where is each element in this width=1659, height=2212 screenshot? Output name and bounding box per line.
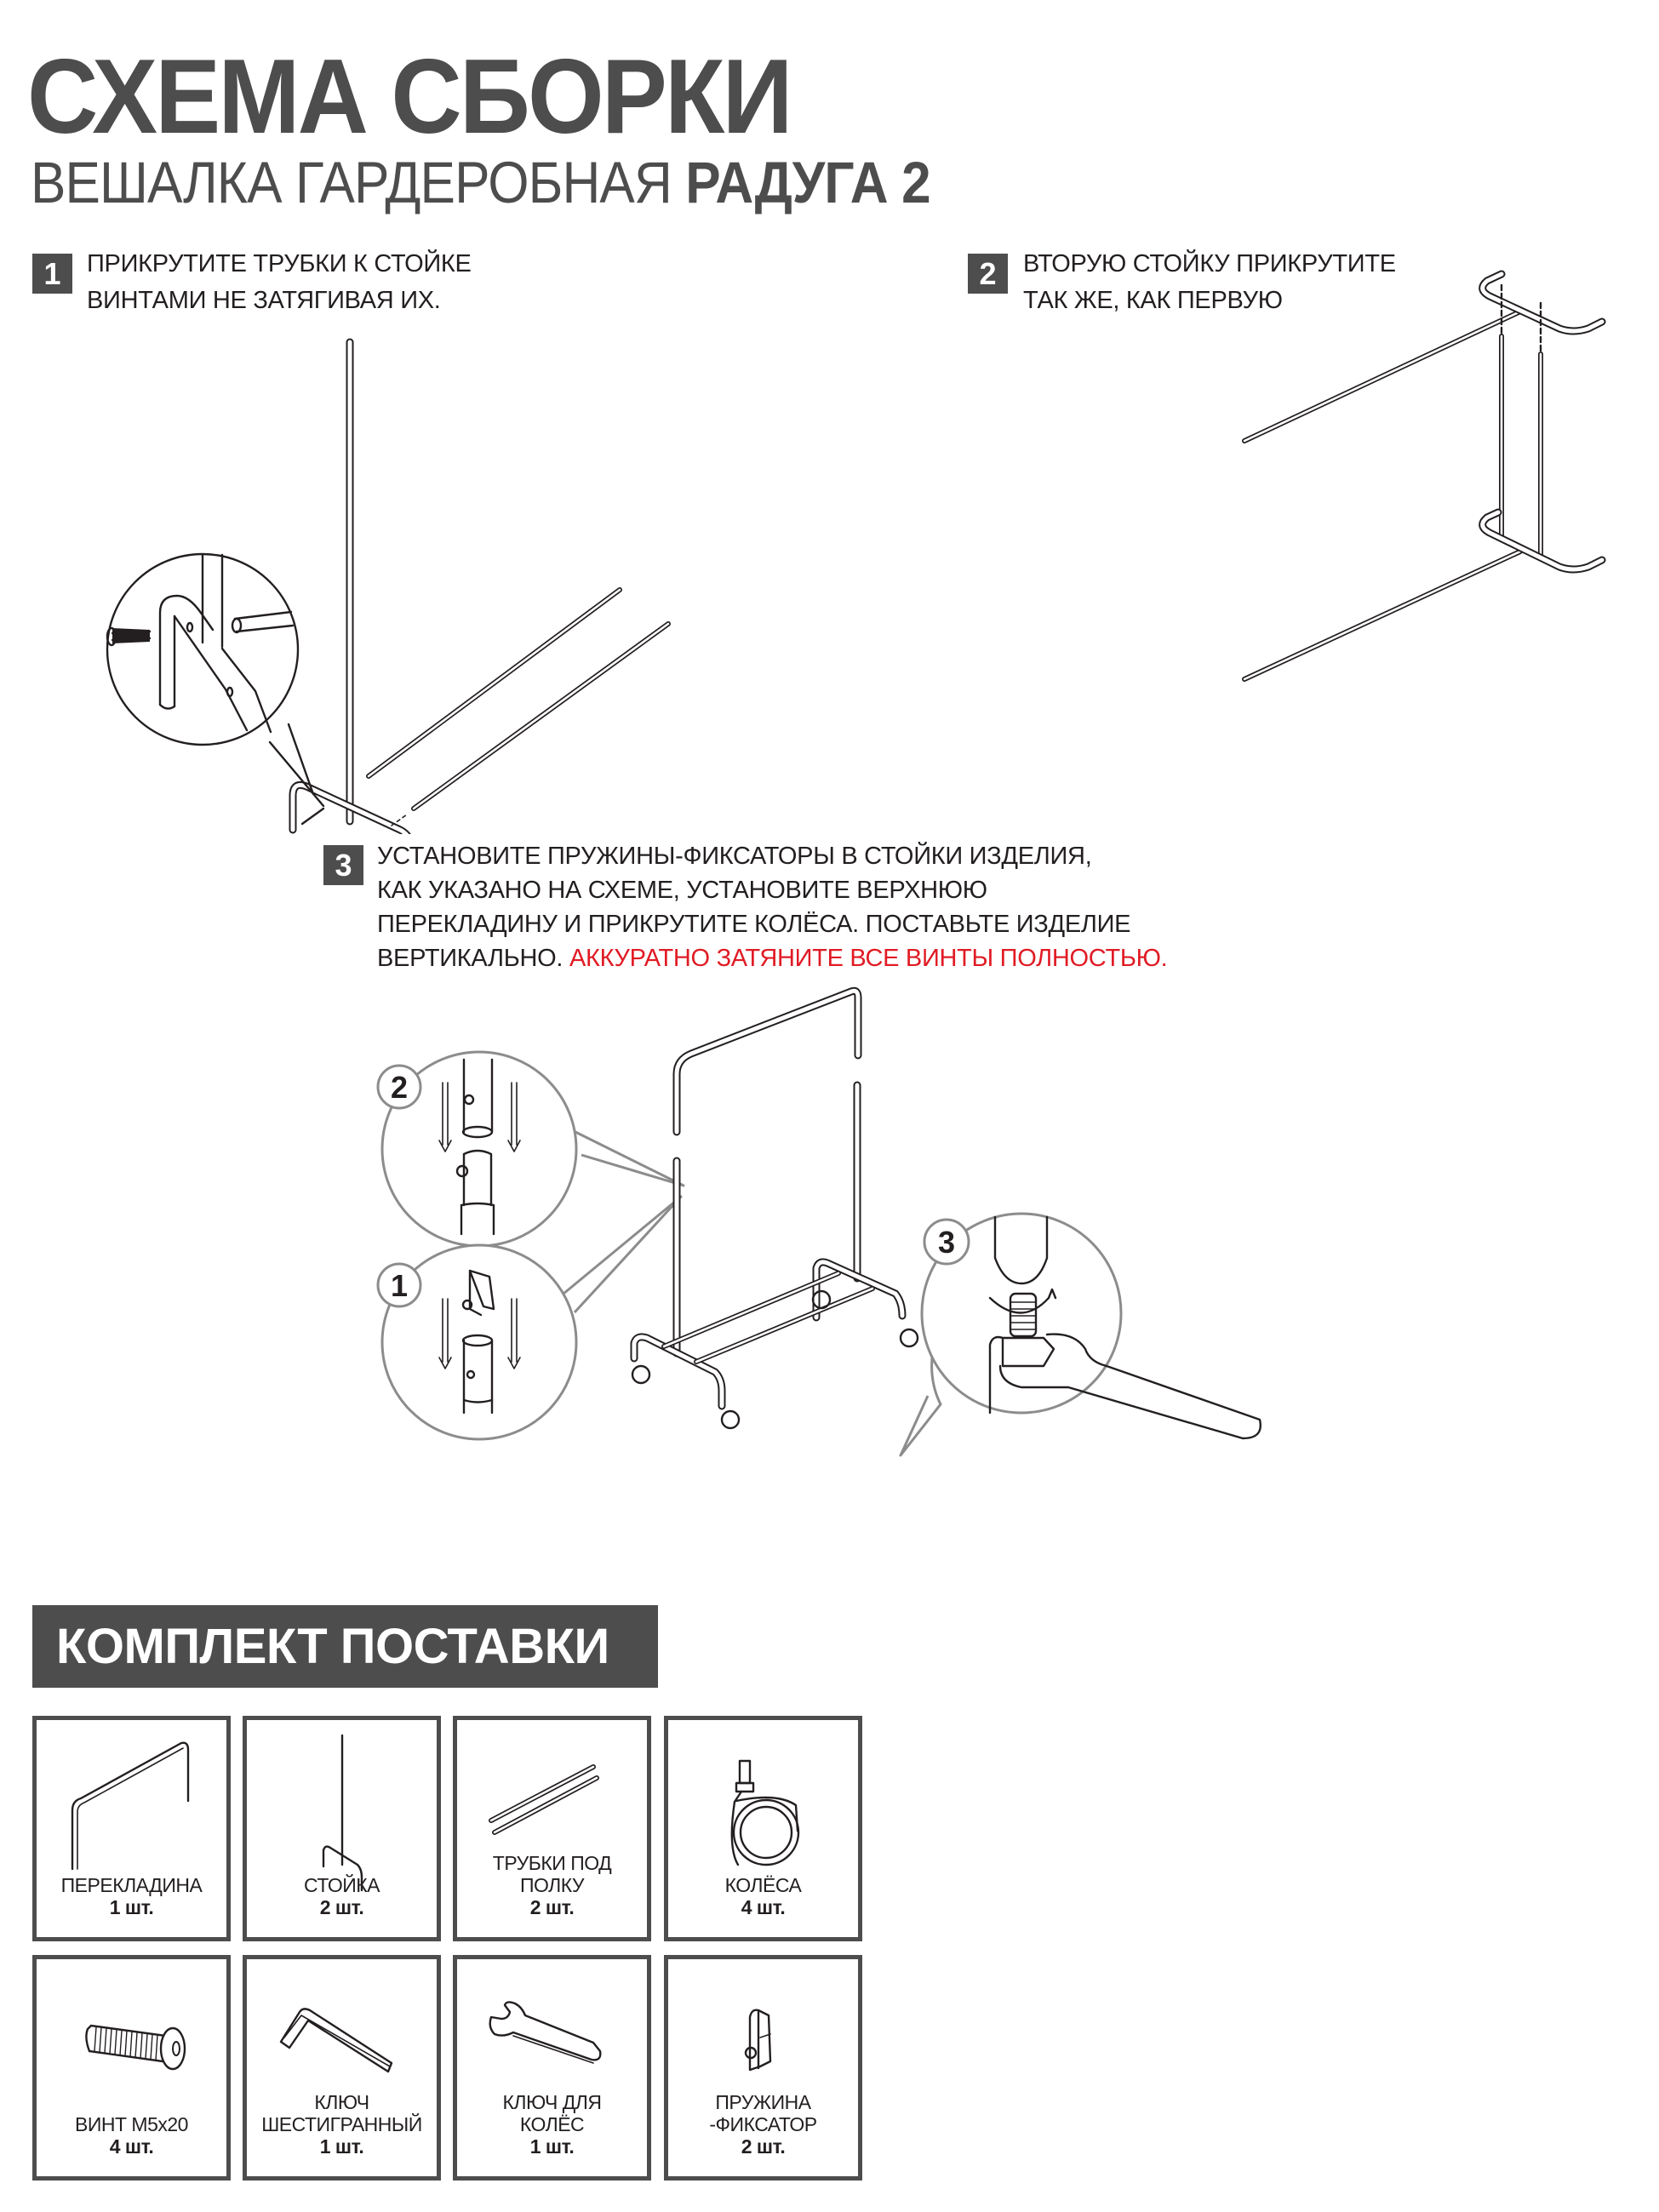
kit-heading-banner: КОМПЛЕКТ ПОСТАВКИ [32,1605,658,1688]
kit-item-name-line-1: КЛЮЧ [314,2091,369,2113]
step-2-badge: 2 [968,254,1008,294]
kit-item-qty: 2 шт. [529,1896,575,1918]
screw-drawings [300,807,408,826]
assembled-rack-drawing [630,986,919,1430]
step-1-line-2: ВИНТАМИ НЕ ЗАТЯГИВАЯ ИХ. [87,287,441,314]
step-3-badge: 3 [323,845,363,885]
page-subtitle: ВЕШАЛКА ГАРДЕРОБНАЯ РАДУГА 2 [31,150,931,215]
step-1-diagram [106,338,671,834]
kit-item-qty: 4 шт. [741,1896,786,1918]
step-3-line-1: УСТАНОВИТЕ ПРУЖИНЫ-ФИКСАТОРЫ В СТОЙКИ ИЗ… [377,843,1092,870]
kit-item-caster-wheels: КОЛЁСА 4 шт. [664,1716,862,1941]
kit-item-stand-post: СТОЙКА 2 шт. [243,1716,441,1941]
callout-3-detail [920,1212,1261,1440]
kit-item-qty: 4 шт. [109,2135,154,2158]
step-1-badge: 1 [32,254,72,294]
callout-2-pointer [575,1130,685,1187]
callout-1-badge: 1 [376,1262,422,1308]
kit-item-name-line-2: ПОЛКУ [519,1874,585,1896]
step-3-instruction: УСТАНОВИТЕ ПРУЖИНЫ-ФИКСАТОРЫ В СТОЙКИ ИЗ… [377,839,1168,975]
page-title: СХЕМА СБОРКИ [27,38,792,156]
kit-item-name-line-2: -ФИКСАТОР [709,2113,817,2135]
kit-item-wheel-wrench: КЛЮЧ ДЛЯ КОЛЁС 1 шт. [453,1955,651,2181]
kit-item-qty: 1 шт. [109,1896,154,1918]
svg-text:1: 1 [391,1268,408,1303]
step-1-detail-callout [106,552,325,808]
kit-item-shelf-tubes: ТРУБКИ ПОД ПОЛКУ 2 шт. [453,1716,651,1941]
kit-heading: КОМПЛЕКТ ПОСТАВКИ [56,1619,609,1674]
step-3-line-2: КАК УКАЗАНО НА СХЕМЕ, УСТАНОВИТЕ ВЕРХНЮЮ [377,877,987,904]
crossbar-icon [71,1741,190,1871]
step-1-instruction: ПРИКРУТИТЕ ТРУБКИ К СТОЙКЕ ВИНТАМИ НЕ ЗА… [87,246,472,319]
kit-item-crossbar: ПЕРЕКЛАДИНА 1 шт. [32,1716,231,1941]
kit-item-name-line-2: ШЕСТИГРАННЫЙ [261,2113,422,2135]
upper-shelf-tube-drawing [1242,309,1523,443]
callout-3-badge: 3 [923,1218,970,1266]
shelf-tubes-icon [489,1764,599,1835]
step-3-diagram: 2 1 3 [376,986,1261,1457]
kit-item-qty: 1 шт. [319,2135,364,2158]
kit-item-name: СТОЙКА [303,1874,380,1896]
kit-item-name: ПЕРЕКЛАДИНА [60,1874,203,1896]
step-2-diagram [1242,270,1606,682]
kit-item-qty: 2 шт. [741,2135,786,2158]
second-stand-posts-drawing [1499,283,1543,559]
callout-1-detail [380,1243,578,1441]
kit-item-name-line-1: ТРУБКИ ПОД [492,1852,612,1874]
lower-shelf-tube-drawing [1242,549,1523,682]
svg-text:2: 2 [391,1070,408,1105]
kit-item-name-line-1: ПРУЖИНА [715,2091,811,2113]
wrench-icon [489,2001,602,2064]
hex-key-icon [279,2008,393,2073]
step-3-warning: АККУРАТНО ЗАТЯНИТЕ ВСЕ ВИНТЫ ПОЛНОСТЬЮ. [569,945,1168,972]
callout-1-pointer [563,1195,683,1314]
second-stand-bottom-base-drawing [1479,508,1606,574]
screw-icon [85,2024,186,2071]
subtitle-model-name: РАДУГА 2 [685,150,930,215]
kit-item-qty: 2 шт. [319,1896,364,1918]
kit-item-hex-key: КЛЮЧ ШЕСТИГРАННЫЙ 1 шт. [243,1955,441,2181]
stand-post-icon [322,1734,363,1892]
kit-item-name-line-2: КОЛЁС [519,2113,585,2135]
subtitle-product-type: ВЕШАЛКА ГАРДЕРОБНАЯ [31,150,686,215]
step-2-line-2: ТАК ЖЕ, КАК ПЕРВУЮ [1023,287,1283,314]
step-2-instruction: ВТОРУЮ СТОЙКУ ПРИКРУТИТЕ ТАК ЖЕ, КАК ПЕР… [1023,246,1396,319]
svg-text:3: 3 [938,1225,955,1260]
step-2-line-1: ВТОРУЮ СТОЙКУ ПРИКРУТИТЕ [1023,250,1396,277]
kit-item-name: ВИНТ М5х20 [75,2113,188,2135]
kit-item-name-line-1: КЛЮЧ ДЛЯ [502,2091,602,2113]
step-1-line-1: ПРИКРУТИТЕ ТРУБКИ К СТОЙКЕ [87,250,472,277]
kit-item-screw: ВИНТ М5х20 4 шт. [32,1955,231,2181]
shelf-tubes-drawing [366,587,671,811]
spring-clip-icon [744,2009,772,2072]
second-stand-top-base-drawing [1479,270,1606,335]
caster-wheel-icon [730,1759,800,1866]
step-3-line-4: ВЕРТИКАЛЬНО. АККУРАТНО ЗАТЯНИТЕ ВСЕ ВИНТ… [377,941,1168,975]
stand-base-drawing [289,780,411,834]
kit-item-spring-clip: ПРУЖИНА -ФИКСАТОР 2 шт. [664,1955,862,2181]
callout-2-badge: 2 [376,1064,422,1110]
step-3-line-4-text: ВЕРТИКАЛЬНО. [377,945,569,972]
kit-item-name: КОЛЁСА [724,1874,802,1896]
kit-item-qty: 1 шт. [529,2135,575,2158]
step-3-line-3: ПЕРЕКЛАДИНУ И ПРИКРУТИТЕ КОЛЁСА. ПОСТАВЬ… [377,911,1131,938]
callout-2-detail [380,1050,578,1248]
